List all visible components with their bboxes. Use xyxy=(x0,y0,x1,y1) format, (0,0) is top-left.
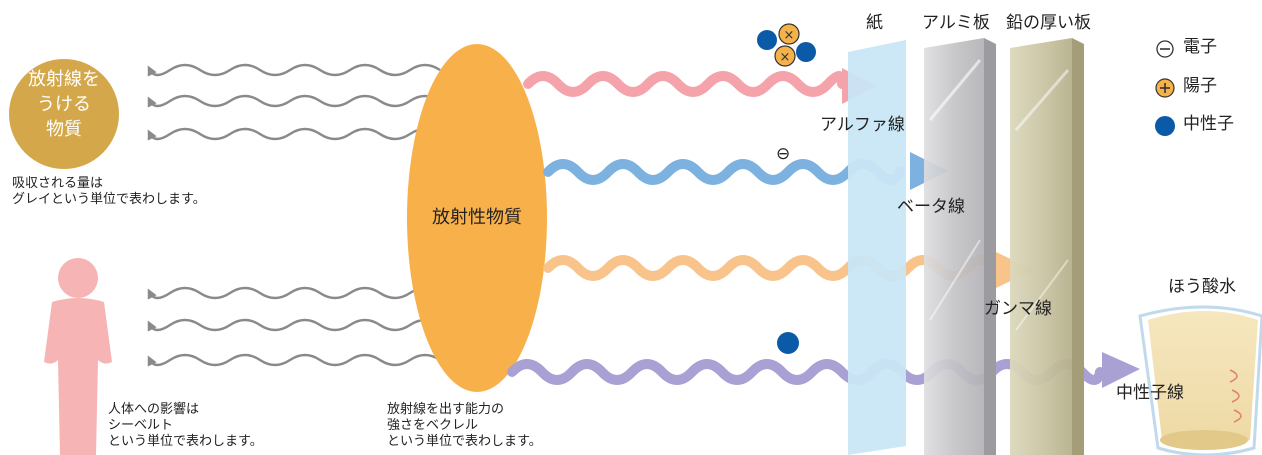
sievert-unit-text-3: という単位で表わします。 xyxy=(108,434,263,449)
lead-label: 鉛の厚い板 xyxy=(1006,13,1091,33)
alpha-particle-cluster: × × xyxy=(757,23,816,67)
svg-text:×: × xyxy=(784,28,795,43)
receiving-matter-label-1: 放射線を xyxy=(28,69,100,90)
absorbed-wave-arrow xyxy=(147,94,441,108)
gamma-ray-label: ガンマ線 xyxy=(984,299,1052,319)
beta-ray-label: ベータ線 xyxy=(897,197,965,217)
alpha-ray xyxy=(523,68,876,104)
aluminum-label: アルミ板 xyxy=(922,13,990,33)
paper-sheet xyxy=(848,40,906,455)
human-figure-icon xyxy=(44,258,112,455)
legend-neutron-label: 中性子 xyxy=(1183,114,1234,134)
alpha-ray-label: アルファ線 xyxy=(820,115,905,135)
absorbed-wave-arrow xyxy=(147,127,441,141)
boric-water-beaker xyxy=(1138,305,1262,455)
becquerel-unit-text-3: という単位で表わします。 xyxy=(387,434,542,449)
human-wave-arrow xyxy=(147,318,441,332)
receiving-matter-circle xyxy=(9,59,119,169)
radioactive-source-label: 放射性物質 xyxy=(432,207,522,228)
legend-proton-label: 陽子 xyxy=(1183,76,1217,96)
svg-text:×: × xyxy=(780,50,791,65)
boric-water-label: ほう酸水 xyxy=(1168,277,1236,297)
legend-electron-icon xyxy=(1156,40,1174,58)
legend-neutron-icon xyxy=(1155,116,1175,136)
human-wave-arrows xyxy=(147,286,441,367)
human-wave-arrow xyxy=(147,353,441,367)
receiving-matter-label-2: うける xyxy=(37,94,91,115)
lead-plate xyxy=(1010,38,1084,455)
neutron-particle-icon xyxy=(777,332,799,354)
gray-unit-text-1: 吸収される量は xyxy=(12,176,104,191)
becquerel-unit-text-1: 放射線を出す能力の xyxy=(387,402,505,417)
sievert-unit-text-1: 人体への影響は xyxy=(108,402,200,417)
paper-label: 紙 xyxy=(866,13,883,33)
electron-symbol: ⊖ xyxy=(776,144,791,164)
aluminum-plate xyxy=(924,38,996,455)
neutron-ray-label: 中性子線 xyxy=(1116,383,1184,403)
legend-electron-label: 電子 xyxy=(1183,37,1217,57)
receiving-matter-label-3: 物質 xyxy=(46,119,82,140)
gray-unit-text-2: グレイという単位で表わします。 xyxy=(12,192,206,207)
absorbed-wave-arrow xyxy=(147,63,441,77)
becquerel-unit-text-2: 強さをベクレル xyxy=(387,418,479,433)
legend-proton-icon xyxy=(1155,78,1175,98)
sievert-unit-text-2: シーベルト xyxy=(108,418,174,433)
radioactive-source xyxy=(407,44,547,392)
absorbed-wave-arrows xyxy=(147,63,441,141)
human-wave-arrow xyxy=(147,286,441,300)
